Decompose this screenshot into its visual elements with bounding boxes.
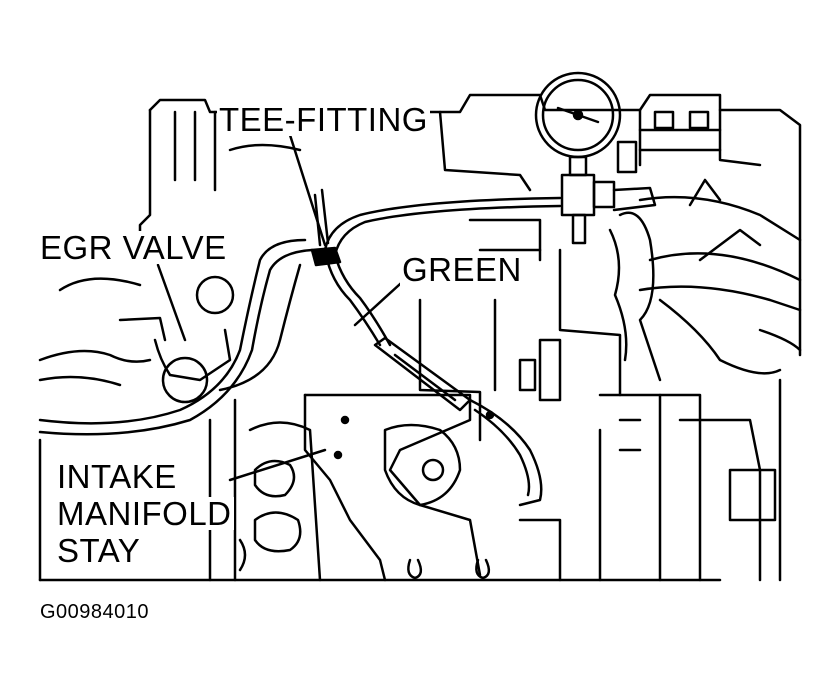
engine-block bbox=[138, 93, 802, 582]
egr-valve bbox=[38, 275, 235, 404]
leader-tee-fitting bbox=[288, 133, 327, 247]
label-intake-line-1: INTAKE bbox=[55, 458, 179, 495]
leader-intake-manifold-stay bbox=[228, 448, 327, 482]
vacuum-hoses bbox=[38, 188, 562, 436]
figure-id: G00984010 bbox=[40, 601, 150, 623]
leader-lines bbox=[156, 133, 412, 482]
label-intake-line-3: STAY bbox=[55, 532, 143, 569]
label-tee-fitting: TEE-FITTING bbox=[217, 101, 430, 138]
tee-fitting bbox=[310, 246, 342, 267]
label-intake-line-2: MANIFOLD bbox=[55, 495, 234, 532]
leader-egr-valve bbox=[156, 263, 187, 342]
label-green: GREEN bbox=[400, 251, 524, 288]
intake-hose-area bbox=[608, 178, 802, 582]
intake-manifold-stay bbox=[303, 393, 495, 582]
label-egr-valve: EGR VALVE bbox=[38, 229, 229, 266]
pressure-gauge bbox=[534, 71, 657, 245]
